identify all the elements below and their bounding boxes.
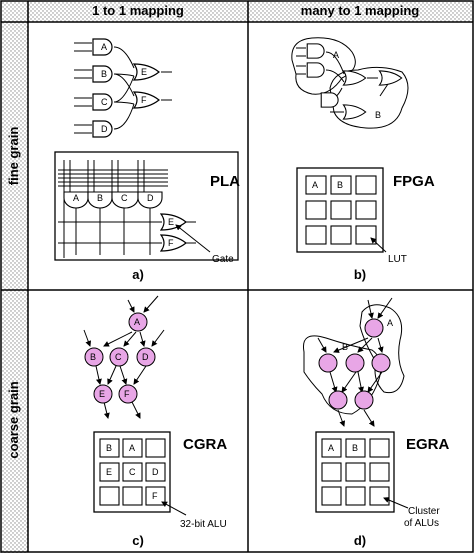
fpga-cluster-a: A: [333, 50, 339, 60]
panel-d: A B A B EGRA Cluster of ALUs d): [302, 297, 450, 548]
pla-title: PLA: [210, 173, 240, 190]
cgra-node-b: B: [90, 352, 96, 362]
header-many-to-one: many to 1 mapping: [301, 3, 420, 18]
panel-b: A B A B FPGA LUT b): [291, 37, 435, 282]
panel-a-label: a): [132, 267, 144, 282]
side-band: [0, 0, 28, 553]
gate-callout: Gate: [212, 254, 234, 265]
panel-d-label: d): [354, 533, 366, 548]
panel-b-label: b): [354, 267, 366, 282]
egra-cluster-a: A: [387, 318, 393, 328]
cgra-cell-c: C: [129, 467, 136, 477]
gate-label-a: A: [101, 42, 107, 52]
cluster-callout-line2: of ALUs: [404, 518, 439, 529]
gate-label-e: E: [141, 67, 147, 77]
cgra-cell-b: B: [106, 443, 112, 453]
cgra-title: CGRA: [183, 436, 227, 453]
pla-gate-f: F: [168, 238, 174, 248]
lut-cell-b: B: [337, 180, 343, 190]
pla-gate-c: C: [121, 193, 128, 203]
pla-gate-e: E: [168, 217, 174, 227]
alu-callout: 32-bit ALU: [180, 519, 227, 530]
gate-label-f: F: [141, 95, 147, 105]
cgra-cell-e: E: [106, 467, 112, 477]
panel-c: A B C D E F B A E C D F CGRA 32-bit ALU …: [83, 295, 227, 548]
panel-c-label: c): [132, 533, 144, 548]
lut-cell-a: A: [312, 180, 318, 190]
cgra-node-f: F: [124, 389, 130, 399]
fpga-cluster-b: B: [375, 110, 381, 120]
row-label-coarse-grain: coarse grain: [6, 381, 21, 458]
gate-label-b: B: [101, 69, 107, 79]
pla-gate-a: A: [73, 193, 79, 203]
cgra-cell-d: D: [152, 467, 159, 477]
fpga-title: FPGA: [393, 173, 435, 190]
header-band: [0, 0, 474, 22]
cgra-cell-f: F: [152, 491, 158, 501]
cgra-node-c: C: [115, 352, 122, 362]
gate-label-d: D: [101, 124, 108, 134]
header-one-to-one: 1 to 1 mapping: [92, 3, 184, 18]
row-label-fine-grain: fine grain: [6, 127, 21, 186]
cgra-node-e: E: [99, 389, 105, 399]
cgra-node-a: A: [134, 317, 140, 327]
pla-gate-b: B: [97, 193, 103, 203]
panel-a: A B C D E F A B C: [54, 38, 240, 282]
cgra-node-d: D: [142, 352, 149, 362]
egra-cell-b: B: [352, 443, 358, 453]
egra-cluster-b: B: [342, 342, 348, 352]
cluster-callout-line1: Cluster: [408, 506, 440, 517]
pla-gate-d: D: [147, 193, 154, 203]
gate-label-c: C: [101, 97, 108, 107]
egra-cell-a: A: [328, 443, 334, 453]
cgra-cell-a: A: [129, 443, 135, 453]
egra-title: EGRA: [406, 436, 450, 453]
lut-callout: LUT: [388, 254, 407, 265]
